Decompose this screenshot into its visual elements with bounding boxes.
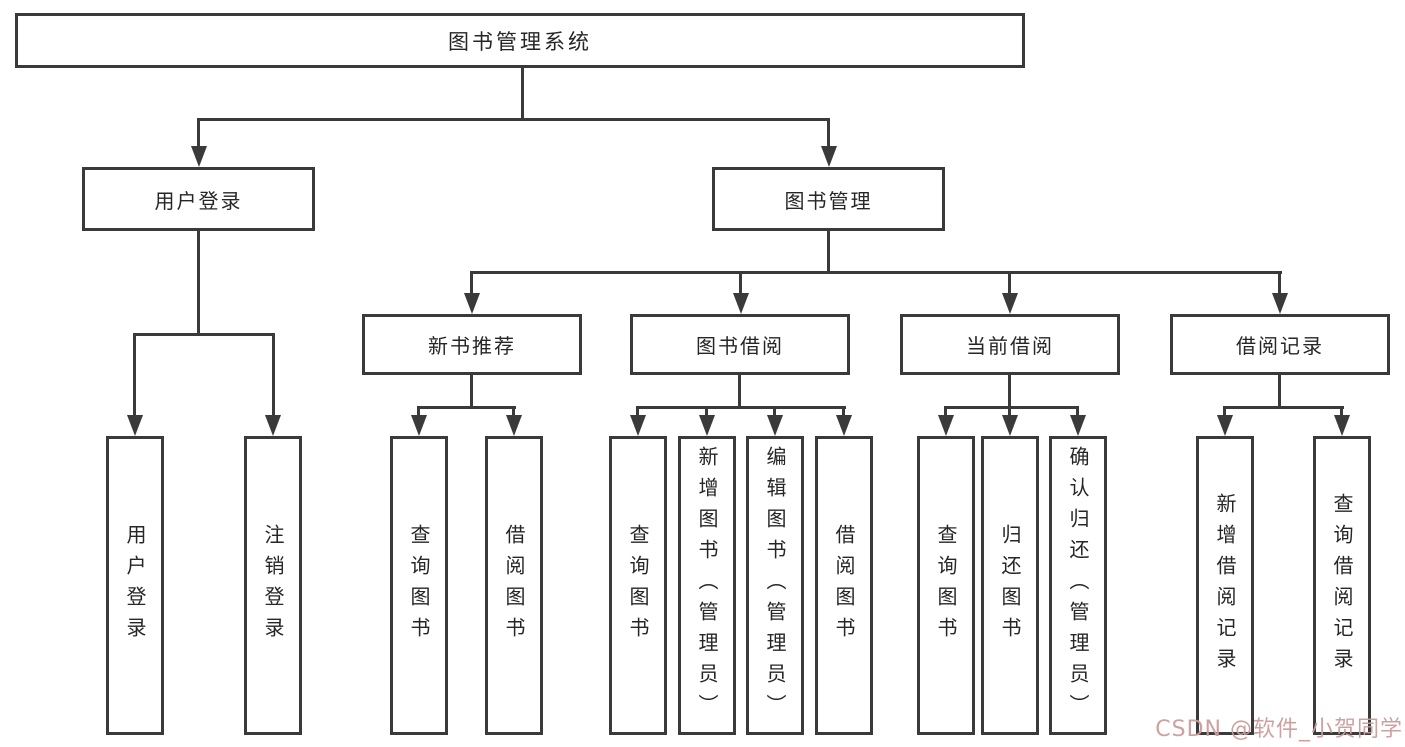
arrowhead-down-icon bbox=[767, 415, 783, 436]
arrowhead-down-icon bbox=[506, 415, 522, 436]
connector-vline bbox=[512, 406, 515, 418]
arrowhead-down-icon bbox=[1070, 415, 1086, 436]
arrowhead-down-icon bbox=[191, 146, 207, 167]
arrowhead-down-icon bbox=[1334, 415, 1350, 436]
leaf-user-login-label: 用户登录 bbox=[123, 523, 147, 648]
node-borrow-records: 借阅记录 bbox=[1170, 314, 1390, 375]
connector-vline bbox=[1278, 375, 1281, 409]
arrowhead-down-icon bbox=[1002, 415, 1018, 436]
connector-hline bbox=[197, 118, 830, 121]
arrowhead-down-icon bbox=[821, 146, 837, 167]
connector-vline bbox=[1008, 271, 1011, 295]
node-book-borrow-label: 图书借阅 bbox=[696, 334, 784, 358]
connector-vline bbox=[1076, 406, 1079, 418]
connector-vline bbox=[1278, 271, 1281, 295]
connector-vline bbox=[1223, 406, 1226, 418]
leaf-borrow-books: 借阅图书 bbox=[815, 436, 873, 735]
node-current-borrow: 当前借阅 bbox=[900, 314, 1120, 375]
arrowhead-down-icon bbox=[127, 415, 143, 436]
connector-hline bbox=[636, 406, 846, 409]
connector-hline bbox=[1223, 406, 1344, 409]
connector-vline bbox=[705, 406, 708, 418]
connector-hline bbox=[417, 406, 516, 409]
leaf-borrow-query-books: 查询图书 bbox=[609, 436, 667, 735]
leaf-add-book-admin-label: 新增图书（管理员） bbox=[695, 446, 719, 725]
leaf-edit-book-admin-label: 编辑图书（管理员） bbox=[763, 446, 787, 725]
connector-vline bbox=[470, 271, 473, 295]
connector-vline bbox=[417, 406, 420, 418]
node-borrow-records-label: 借阅记录 bbox=[1236, 334, 1324, 358]
leaf-borrow-books-label: 借阅图书 bbox=[832, 523, 856, 648]
leaf-logout: 注销登录 bbox=[244, 436, 302, 735]
leaf-return-books: 归还图书 bbox=[981, 436, 1039, 735]
connector-vline bbox=[470, 375, 473, 409]
leaf-recommend-borrow-books-label: 借阅图书 bbox=[502, 523, 526, 648]
connector-vline bbox=[773, 406, 776, 418]
arrowhead-down-icon bbox=[1217, 415, 1233, 436]
leaf-confirm-return-admin-label: 确认归还（管理员） bbox=[1066, 446, 1090, 725]
connector-vline bbox=[827, 231, 830, 274]
csdn-watermark: CSDN @软件_小贺同学 bbox=[1155, 717, 1403, 742]
node-book-borrow: 图书借阅 bbox=[630, 314, 850, 375]
connector-hline bbox=[133, 333, 275, 336]
leaf-return-books-label: 归还图书 bbox=[998, 523, 1022, 648]
node-book-management: 图书管理 bbox=[712, 167, 945, 231]
leaf-query-borrow-record-label: 查询借阅记录 bbox=[1330, 492, 1354, 679]
arrowhead-down-icon bbox=[265, 415, 281, 436]
node-new-book-recommend-label: 新书推荐 bbox=[428, 334, 516, 358]
leaf-recommend-query-books: 查询图书 bbox=[390, 436, 448, 735]
root-node-library-system: 图书管理系统 bbox=[15, 13, 1025, 68]
connector-vline bbox=[197, 231, 200, 335]
arrowhead-down-icon bbox=[411, 415, 427, 436]
leaf-add-borrow-record: 新增借阅记录 bbox=[1196, 436, 1254, 735]
connector-vline bbox=[197, 118, 200, 150]
leaf-recommend-borrow-books: 借阅图书 bbox=[485, 436, 543, 735]
arrowhead-down-icon bbox=[464, 293, 480, 314]
leaf-logout-label: 注销登录 bbox=[261, 523, 285, 648]
arrowhead-down-icon bbox=[1272, 293, 1288, 314]
connector-vline bbox=[944, 406, 947, 418]
connector-vline bbox=[827, 118, 830, 150]
arrowhead-down-icon bbox=[630, 415, 646, 436]
arrowhead-down-icon bbox=[699, 415, 715, 436]
node-user-login: 用户登录 bbox=[82, 167, 315, 231]
connector-vline bbox=[636, 406, 639, 418]
connector-vline bbox=[1008, 375, 1011, 409]
leaf-current-query-books-label: 查询图书 bbox=[934, 523, 958, 648]
leaf-query-borrow-record: 查询借阅记录 bbox=[1313, 436, 1371, 735]
leaf-edit-book-admin: 编辑图书（管理员） bbox=[746, 436, 804, 735]
leaf-user-login: 用户登录 bbox=[106, 436, 164, 735]
connector-vline bbox=[1340, 406, 1343, 418]
leaf-confirm-return-admin: 确认归还（管理员） bbox=[1049, 436, 1107, 735]
connector-vline bbox=[521, 66, 524, 120]
arrowhead-down-icon bbox=[836, 415, 852, 436]
arrowhead-down-icon bbox=[733, 293, 749, 314]
leaf-add-borrow-record-label: 新增借阅记录 bbox=[1213, 492, 1237, 679]
connector-hline bbox=[470, 271, 1282, 274]
connector-vline bbox=[842, 406, 845, 418]
leaf-borrow-query-books-label: 查询图书 bbox=[626, 523, 650, 648]
connector-vline bbox=[133, 333, 136, 417]
leaf-current-query-books: 查询图书 bbox=[917, 436, 975, 735]
root-node-label: 图书管理系统 bbox=[448, 29, 592, 54]
connector-hline bbox=[944, 406, 1079, 409]
leaf-add-book-admin: 新增图书（管理员） bbox=[678, 436, 736, 735]
node-current-borrow-label: 当前借阅 bbox=[966, 334, 1054, 358]
connector-vline bbox=[1008, 406, 1011, 418]
node-new-book-recommend: 新书推荐 bbox=[362, 314, 582, 375]
connector-vline bbox=[739, 271, 742, 295]
connector-vline bbox=[738, 375, 741, 409]
node-book-management-label: 图书管理 bbox=[784, 188, 873, 213]
arrowhead-down-icon bbox=[938, 415, 954, 436]
node-user-login-label: 用户登录 bbox=[154, 188, 243, 213]
connector-vline bbox=[272, 333, 275, 417]
arrowhead-down-icon bbox=[1002, 293, 1018, 314]
leaf-recommend-query-books-label: 查询图书 bbox=[407, 523, 431, 648]
